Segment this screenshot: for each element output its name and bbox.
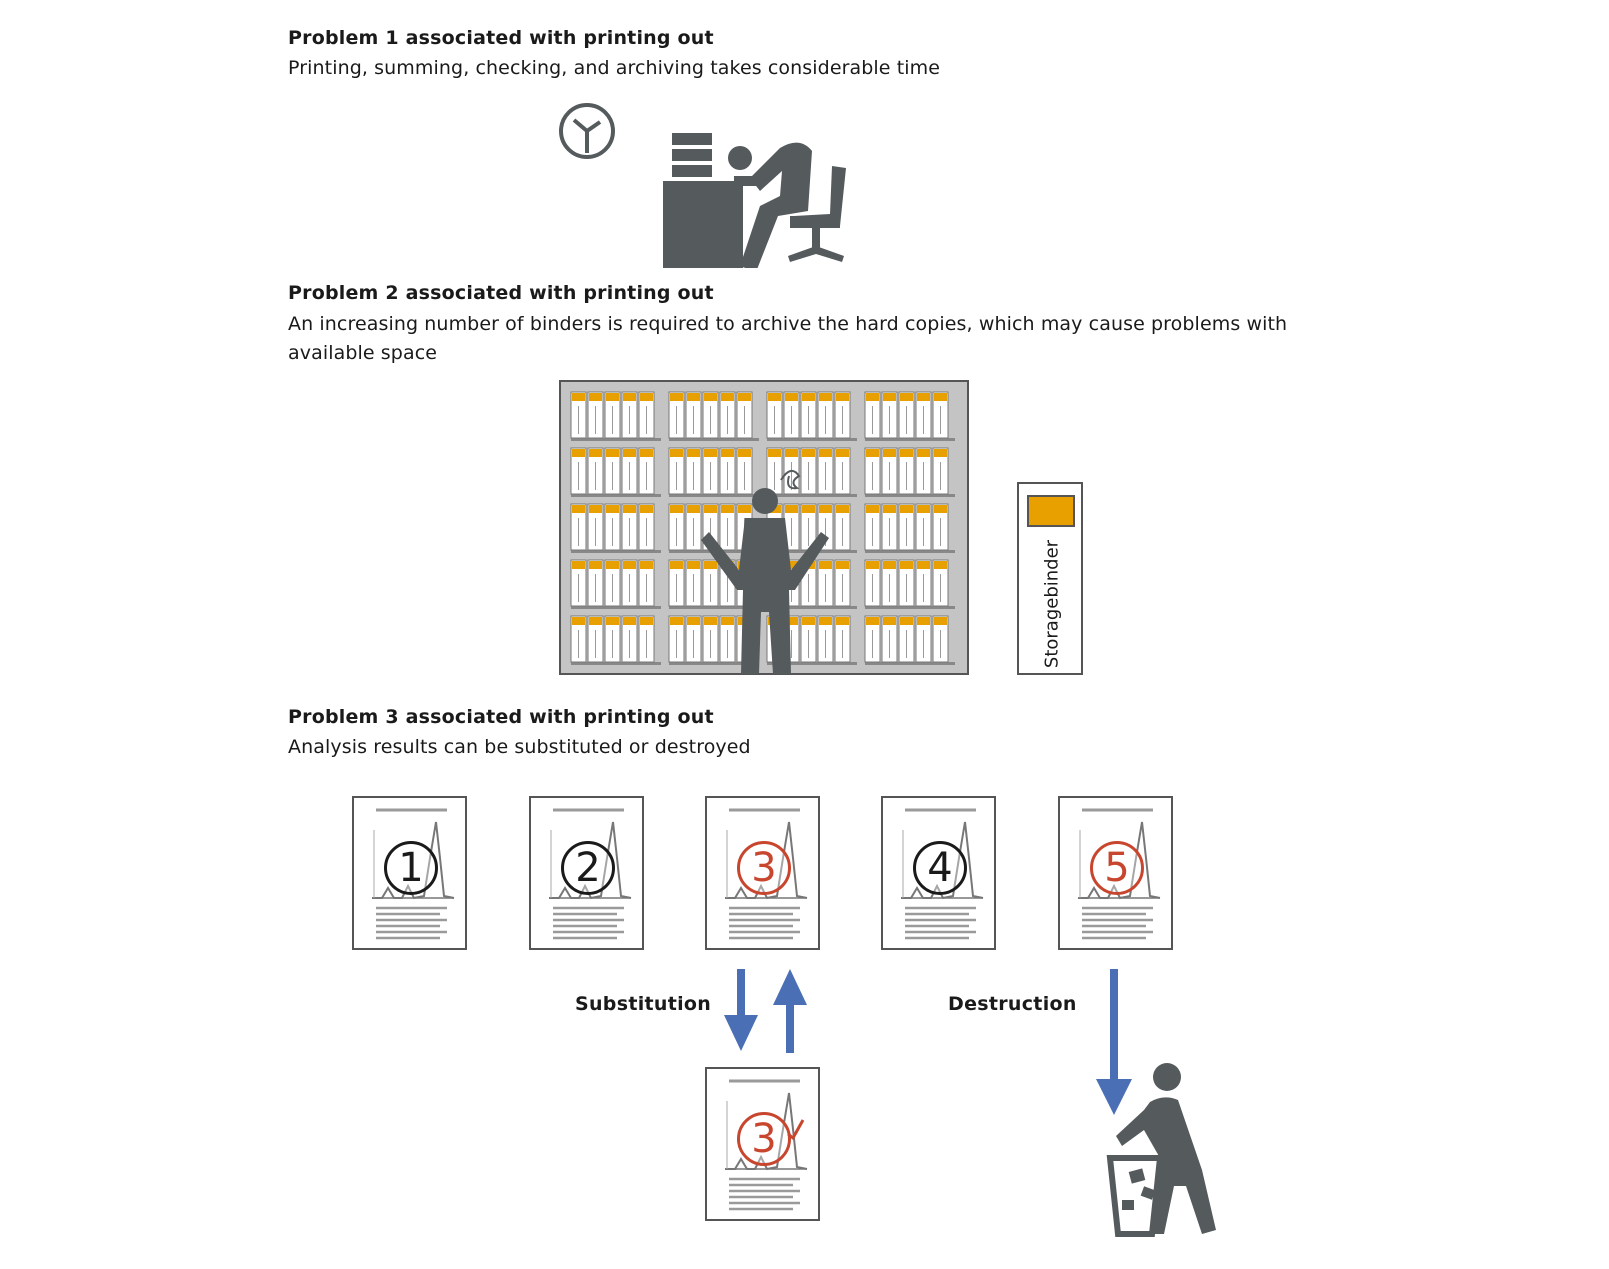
document-2: 2 [529,796,644,950]
document-number-1: 1 [384,841,438,895]
substitution-arrows [724,969,807,1053]
problem-2-description-line-1: An increasing number of binders is requi… [288,313,1288,335]
binder-shelf [559,380,969,675]
binder-label-patch [1027,495,1075,527]
tired-worker-illustration [559,103,846,268]
arrow-up-icon [773,969,807,1053]
substituted-document: 3 [705,1067,820,1221]
desk-icon [663,133,743,268]
document-4: 4 [881,796,996,950]
slumped-person-icon [728,142,812,268]
document-5: 5 [1058,796,1173,950]
document-number-3: 3 [737,841,791,895]
document-number-2: 2 [561,841,615,895]
problem-1-title: Problem 1 associated with printing out [288,27,714,49]
document-number-5: 5 [1090,841,1144,895]
problem-2-title: Problem 2 associated with printing out [288,282,714,304]
problem-2-description-line-2: available space [288,342,438,364]
problem-3-title: Problem 3 associated with printing out [288,706,714,728]
document-3: 3 [705,796,820,950]
confused-person-icon [701,488,829,674]
storage-binder: Storagebinder [1017,482,1083,675]
problem-1-description: Printing, summing, checking, and archivi… [288,57,941,79]
substitution-label: Substitution [575,993,712,1015]
trash-bin-icon [1106,1155,1164,1237]
person-discarding-into-bin-icon [1106,1063,1216,1237]
arrow-down-to-bin-icon [1096,969,1132,1115]
arrow-down-icon [724,969,758,1051]
problem-3-description: Analysis results can be substituted or d… [288,736,751,758]
substituted-document-number: 3 [737,1112,791,1166]
destruction-label: Destruction [948,993,1077,1015]
storage-binder-label: Storagebinder [1041,539,1063,669]
document-number-4: 4 [913,841,967,895]
office-chair-icon [788,166,846,262]
clock-icon [559,103,615,159]
document-1: 1 [352,796,467,950]
